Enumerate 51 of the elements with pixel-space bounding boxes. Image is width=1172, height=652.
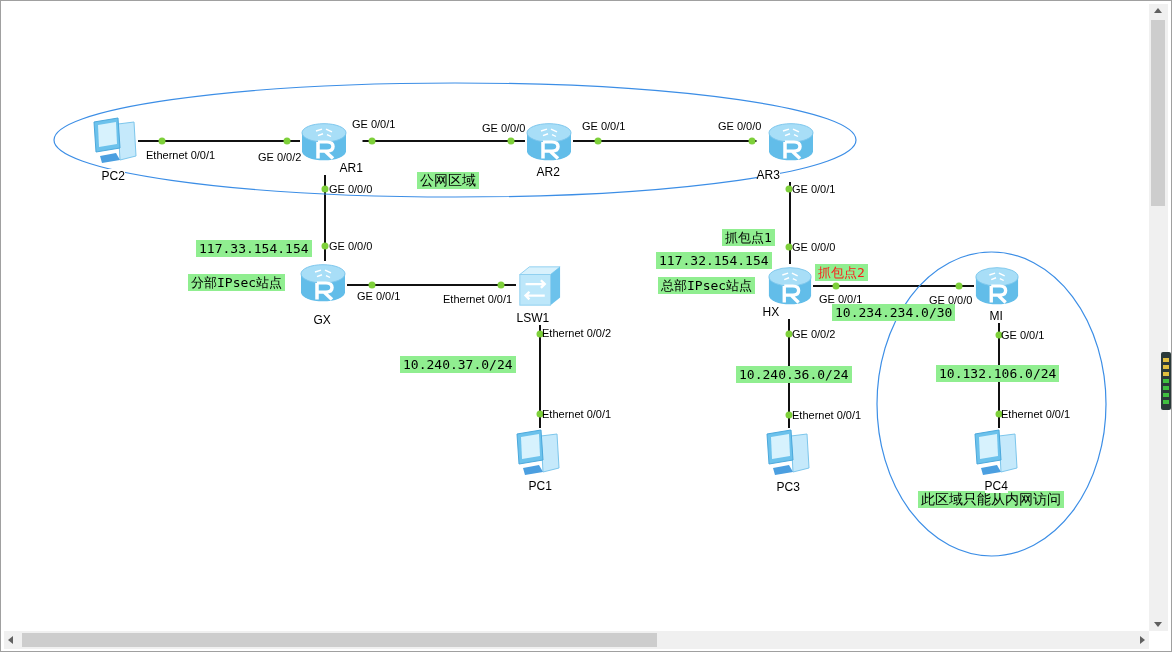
port-label: GE 0/0/0 (482, 122, 526, 135)
port-label: Ethernet 0/0/2 (542, 327, 612, 340)
port-label: GE 0/0/0 (718, 120, 762, 133)
port-label: Ethernet 0/0/1 (443, 293, 513, 306)
note-label: 抓包点1 (722, 229, 775, 246)
port-label: GE 0/0/1 (792, 183, 836, 196)
port-label: Ethernet 0/0/1 (146, 149, 216, 162)
device-label: AR2 (536, 165, 560, 179)
cable-line (539, 324, 541, 429)
device-label: MI (989, 309, 1003, 323)
port-label: GE 0/0/0 (792, 241, 836, 254)
device-label: HX (762, 305, 780, 319)
port-label: Ethernet 0/0/1 (792, 409, 862, 422)
port-label: GE 0/0/0 (329, 183, 373, 196)
area-label: 公网区域 (417, 172, 479, 189)
cable-line (137, 140, 301, 142)
cable-line (789, 181, 791, 265)
port-label: GE 0/0/1 (357, 290, 401, 303)
device-label: AR1 (339, 161, 363, 175)
note-label: 抓包点2 (815, 264, 868, 281)
cable-line (572, 140, 758, 142)
port-label: GE 0/0/1 (352, 118, 396, 131)
note-label: 10.234.234.0/30 (832, 304, 956, 321)
note-label: 总部IPsec站点 (658, 277, 756, 294)
cable-line (346, 284, 517, 286)
port-label: GE 0/0/1 (582, 120, 626, 133)
note-label: 10.240.37.0/24 (400, 356, 516, 373)
cable-line (324, 174, 326, 262)
area-label: 此区域只能从内网访问 (918, 491, 1064, 508)
port-label: GE 0/0/2 (792, 328, 836, 341)
port-label: GE 0/0/2 (258, 151, 302, 164)
note-label: 10.132.106.0/24 (936, 365, 1060, 382)
cable-line (812, 285, 975, 287)
note-label: 分部IPsec站点 (188, 274, 286, 291)
device-label: PC1 (528, 479, 552, 493)
device-label: GX (313, 313, 331, 327)
device-label: AR3 (756, 168, 780, 182)
port-label: GE 0/0/1 (1001, 329, 1045, 342)
port-label: Ethernet 0/0/1 (1001, 408, 1071, 421)
device-label: PC2 (101, 169, 125, 183)
device-label: PC3 (776, 480, 800, 494)
device-label: PC4 (984, 479, 1008, 493)
device-label: LSW1 (516, 311, 550, 325)
cable-line (361, 140, 526, 142)
port-label: GE 0/0/0 (329, 240, 373, 253)
note-label: 117.32.154.154 (656, 252, 772, 269)
note-label: 117.33.154.154 (196, 240, 312, 257)
port-label: Ethernet 0/0/1 (542, 408, 612, 421)
port-label: GE 0/0/1 (819, 293, 863, 306)
note-label: 10.240.36.0/24 (736, 366, 852, 383)
port-label: GE 0/0/0 (929, 294, 973, 307)
